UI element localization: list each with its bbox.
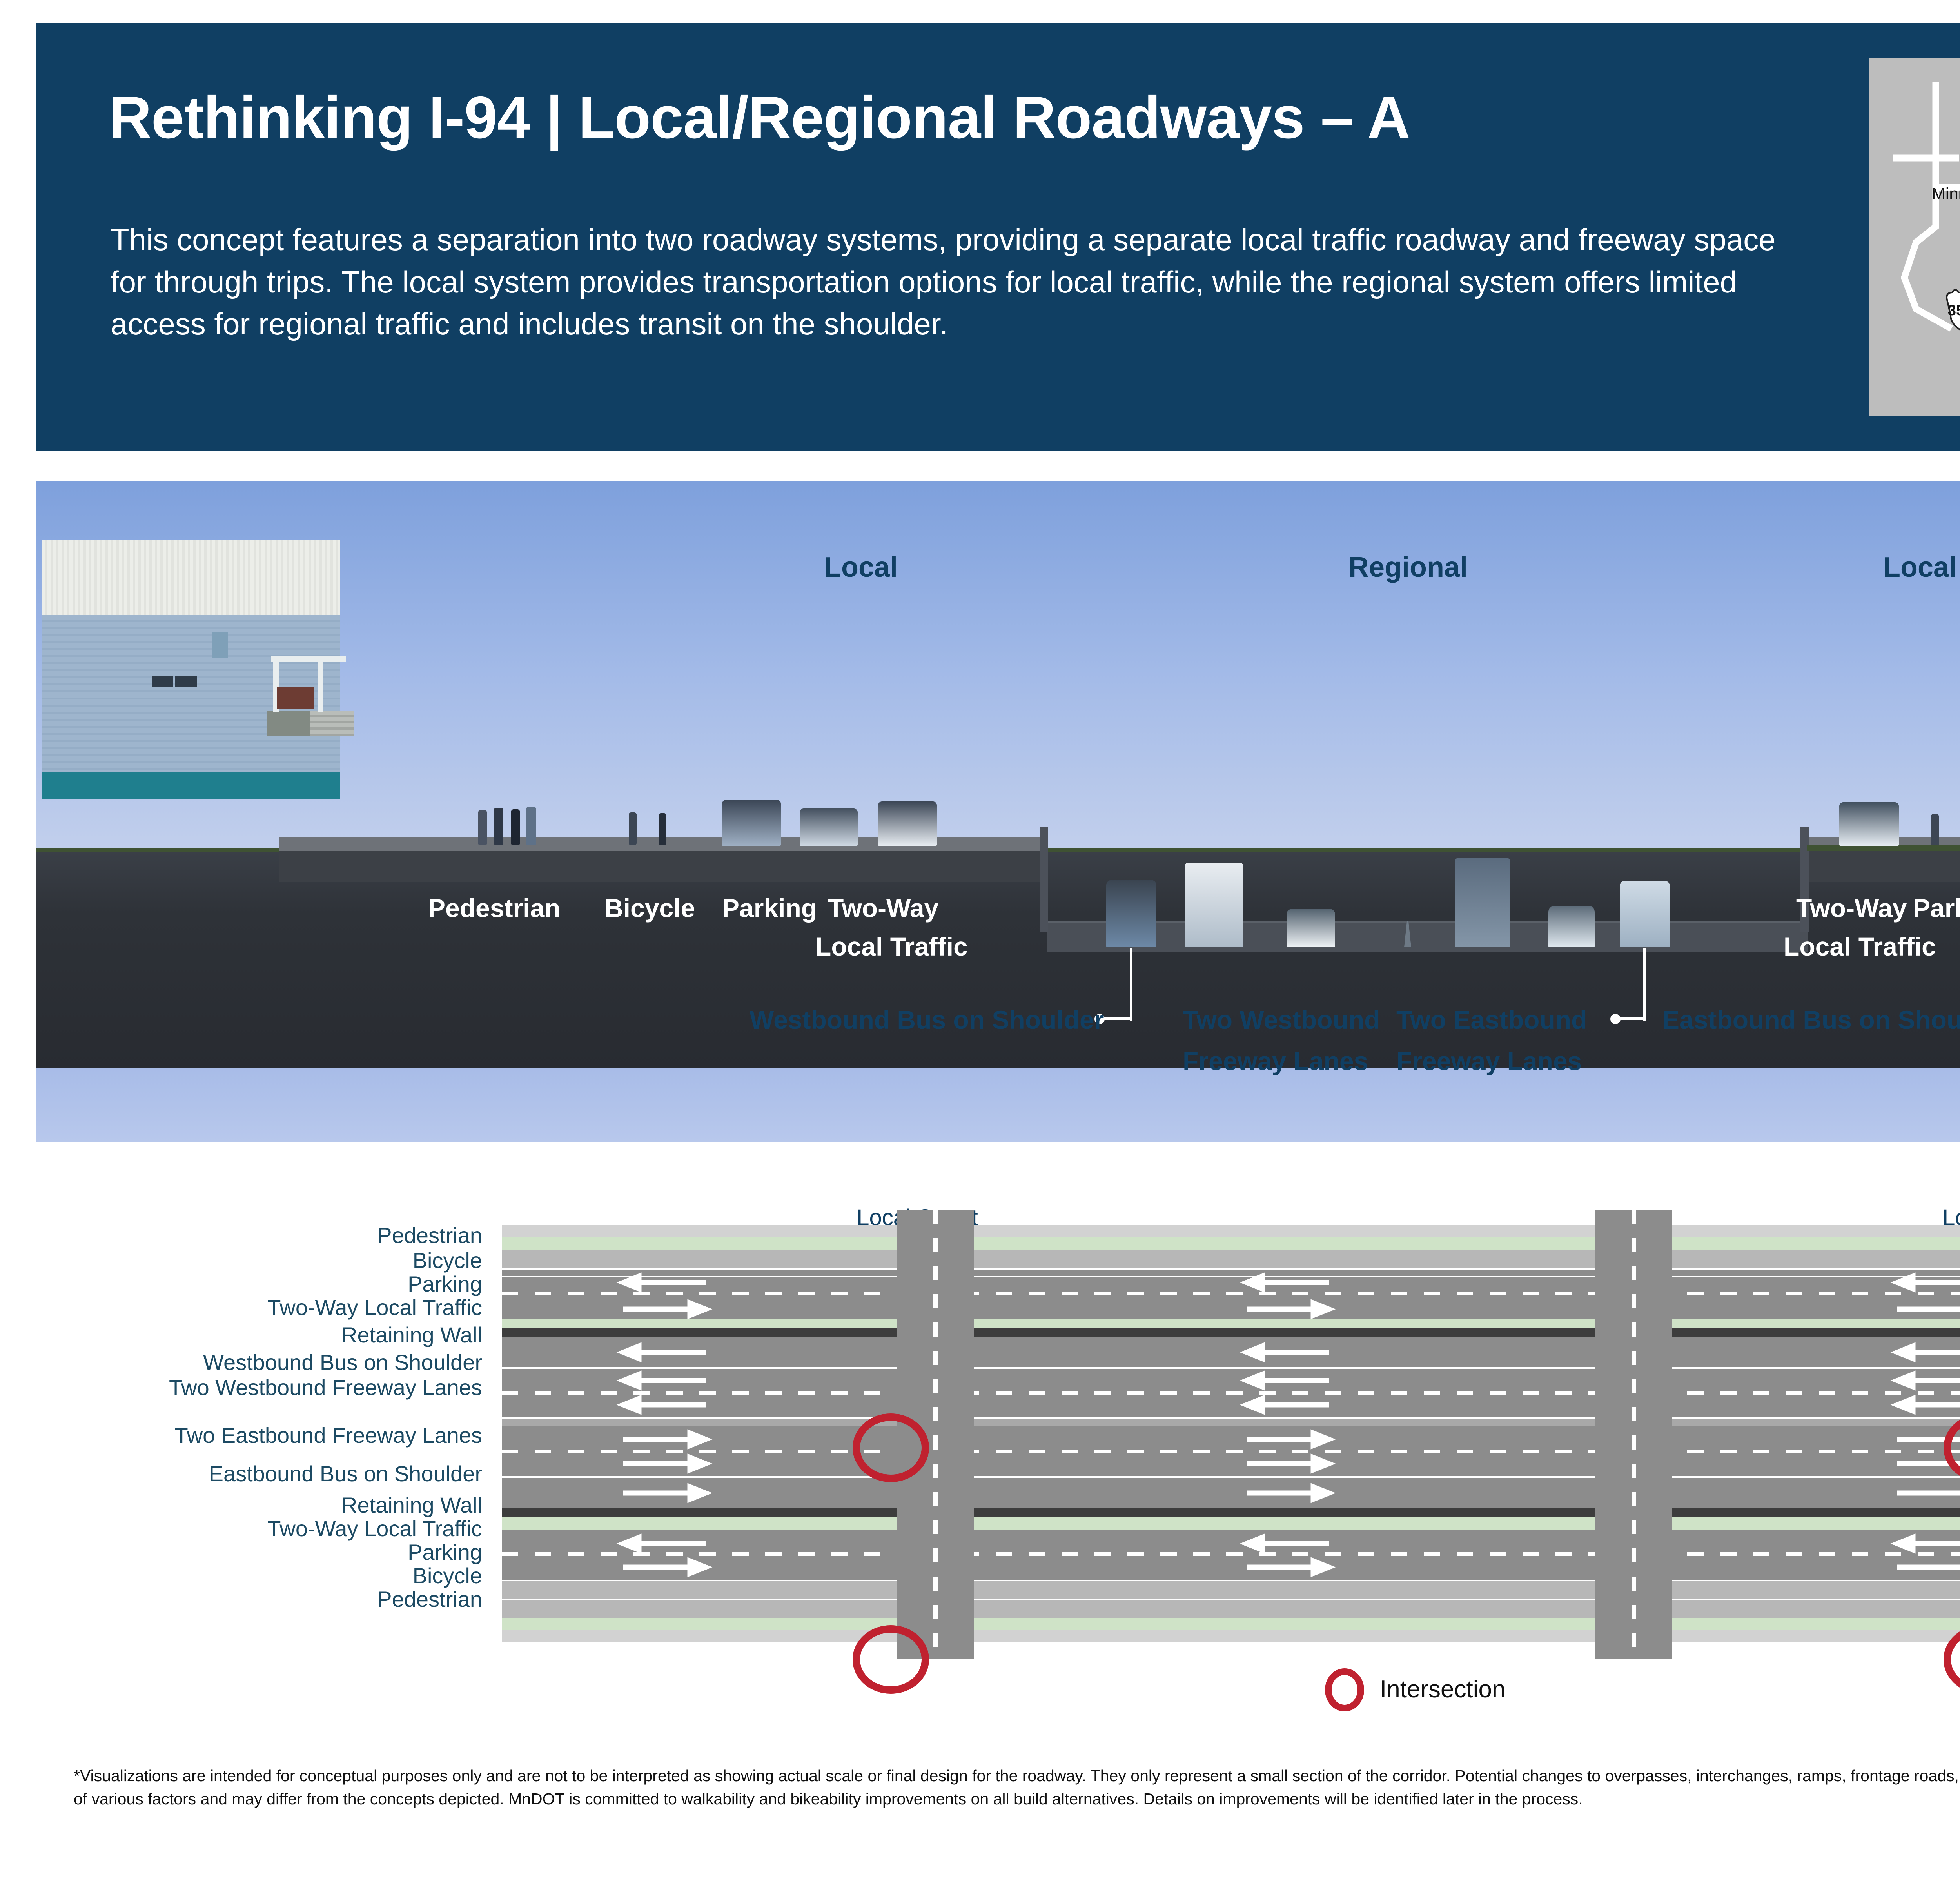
band-eb-bus-shoulder xyxy=(502,1476,1960,1508)
local-roadway-left-base xyxy=(279,851,1040,882)
left-house-building xyxy=(36,497,354,862)
xsec-label-two-wb-lanes-a: Two Westbound xyxy=(1183,1005,1380,1034)
band-parking-top xyxy=(502,1250,1960,1268)
page-title: Rethinking I-94 | Local/Regional Roadway… xyxy=(109,84,1410,151)
freeway-truck xyxy=(1185,863,1243,947)
plan-left-label-7: Two Eastbound Freeway Lanes xyxy=(174,1423,482,1448)
leader-dot-eb xyxy=(1610,1014,1621,1024)
bicycle-rider xyxy=(629,812,637,845)
band-boulevard-top xyxy=(502,1237,1960,1250)
svg-text:35W: 35W xyxy=(1948,302,1960,319)
band-parking-bottom xyxy=(502,1581,1960,1601)
retaining-wall-west xyxy=(1040,827,1048,932)
band-bike-bottom xyxy=(502,1601,1960,1618)
xsec-label-parking-left: Parking xyxy=(722,894,817,923)
freeway-semi-trailer xyxy=(1455,858,1510,947)
xsec-label-parking-right: Parking xyxy=(1913,894,1960,923)
xsec-label-twoway-right: Two-Way xyxy=(1796,894,1907,923)
xsec-label-localtraffic-right: Local Traffic xyxy=(1784,932,1936,961)
leader-line-wb-shoulder-h xyxy=(1099,1017,1132,1020)
bus-on-shoulder-west xyxy=(1106,880,1156,947)
band-eb-freeway-lanes xyxy=(502,1426,1960,1476)
plan-left-label-4: Retaining Wall xyxy=(341,1322,482,1347)
plan-left-label-5: Westbound Bus on Shoulder xyxy=(203,1350,482,1375)
xsec-label-pedestrian-left: Pedestrian xyxy=(428,894,561,923)
bicycle-rider xyxy=(1931,814,1939,845)
plan-view-diagram: Local Street Local Street xyxy=(0,1196,1960,1725)
map-graphic: 35W 280 51 35E 35W xyxy=(1893,82,1960,403)
plan-left-label-10: Two-Way Local Traffic xyxy=(267,1516,482,1541)
zone-label-regional: Regional xyxy=(1348,552,1468,583)
intersection-legend-icon xyxy=(1325,1668,1364,1711)
band-boulevard-bottom xyxy=(502,1618,1960,1630)
plan-left-label-13: Pedestrian xyxy=(377,1587,482,1611)
band-two-way-local-bottom xyxy=(502,1530,1960,1582)
lower-sky-band xyxy=(36,1068,1960,1142)
boulevard-grass-right xyxy=(1807,845,1960,851)
pedestrian-figure xyxy=(511,809,520,845)
header-banner: Rethinking I-94 | Local/Regional Roadway… xyxy=(36,23,1960,451)
freeway-car xyxy=(1287,909,1335,947)
freeway-deck xyxy=(1047,921,1808,952)
project-area-map[interactable]: 35W 280 51 35E 35W xyxy=(1869,58,1960,416)
xsec-label-twoway-left: Two-Way xyxy=(828,894,939,923)
plan-left-label-9: Retaining Wall xyxy=(341,1493,482,1517)
xsec-label-two-eb-lanes-a: Two Eastbound xyxy=(1396,1005,1587,1034)
intersection-marker-sw[interactable] xyxy=(853,1625,929,1694)
plan-left-label-6: Two Westbound Freeway Lanes xyxy=(169,1375,482,1400)
band-sidewalk-top xyxy=(502,1225,1960,1237)
zone-label-local-east: Local xyxy=(1883,552,1957,583)
leader-line-eb-shoulder xyxy=(1643,948,1646,1021)
local-roadway-right-base xyxy=(1809,851,1960,882)
plan-left-label-8: Eastbound Bus on Shoulder xyxy=(209,1461,482,1486)
plan-left-label-3: Two-Way Local Traffic xyxy=(267,1295,482,1320)
zone-label-local-west: Local xyxy=(824,552,898,583)
pedestrian-figure xyxy=(526,807,536,845)
leader-dot-wb xyxy=(1094,1014,1105,1024)
pedestrian-figure xyxy=(494,808,503,845)
band-two-way-local-top xyxy=(502,1268,1960,1319)
band-retaining-wall-bottom xyxy=(502,1508,1960,1517)
xsec-label-two-eb-lanes-b: Freeway Lanes xyxy=(1396,1046,1582,1075)
intersection-legend-label: Intersection xyxy=(1380,1676,1506,1703)
leader-line-eb-shoulder-h xyxy=(1615,1017,1646,1020)
plan-left-label-2: Parking xyxy=(408,1272,482,1296)
plan-left-label-0: Pedestrian xyxy=(377,1223,482,1248)
band-wb-freeway-lanes xyxy=(502,1367,1960,1417)
svg-text:Minneapolis: Minneapolis xyxy=(1932,184,1960,203)
local-traffic-vehicle xyxy=(800,808,858,846)
footnote-disclaimer: *Visualizations are intended for concept… xyxy=(74,1767,1960,1808)
concept-description: This concept features a separation into … xyxy=(111,222,1776,342)
freeway-car xyxy=(1548,906,1595,947)
xsec-label-eb-bus-shoulder: Eastbound Bus on Shoulder xyxy=(1662,1005,1960,1034)
plan-left-label-1: Bicycle xyxy=(412,1248,482,1273)
plan-left-label-12: Bicycle xyxy=(412,1563,482,1588)
xsec-label-bicycle-left: Bicycle xyxy=(604,894,695,923)
xsec-label-localtraffic-left: Local Traffic xyxy=(815,932,968,961)
bicycle-rider xyxy=(659,813,666,845)
band-wb-bus-shoulder xyxy=(502,1337,1960,1367)
band-boulevard-mid-top xyxy=(502,1319,1960,1328)
band-boulevard-mid-bottom xyxy=(502,1517,1960,1530)
bus-on-shoulder-east xyxy=(1620,881,1670,947)
band-retaining-wall-top xyxy=(502,1328,1960,1337)
parked-vehicle xyxy=(722,800,781,846)
local-traffic-vehicle xyxy=(878,801,937,846)
xsec-label-wb-bus-shoulder: Westbound Bus on Shoulder xyxy=(750,1005,1104,1034)
band-sidewalk-bottom xyxy=(502,1630,1960,1642)
band-freeway-median xyxy=(502,1417,1960,1426)
retaining-wall-east xyxy=(1800,827,1809,932)
cross-section-illustration: Local Regional Local Pedestrian Bicycle … xyxy=(36,481,1960,1142)
roadway-bands xyxy=(502,1210,1960,1659)
leader-line-wb-shoulder xyxy=(1130,948,1132,1021)
local-traffic-vehicle xyxy=(1839,802,1899,846)
xsec-label-two-wb-lanes-b: Freeway Lanes xyxy=(1183,1046,1368,1075)
cross-street-east[interactable] xyxy=(1595,1210,1672,1659)
plan-left-label-11: Parking xyxy=(408,1540,482,1564)
pedestrian-figure xyxy=(478,810,487,845)
intersection-marker-nw[interactable] xyxy=(853,1413,929,1482)
